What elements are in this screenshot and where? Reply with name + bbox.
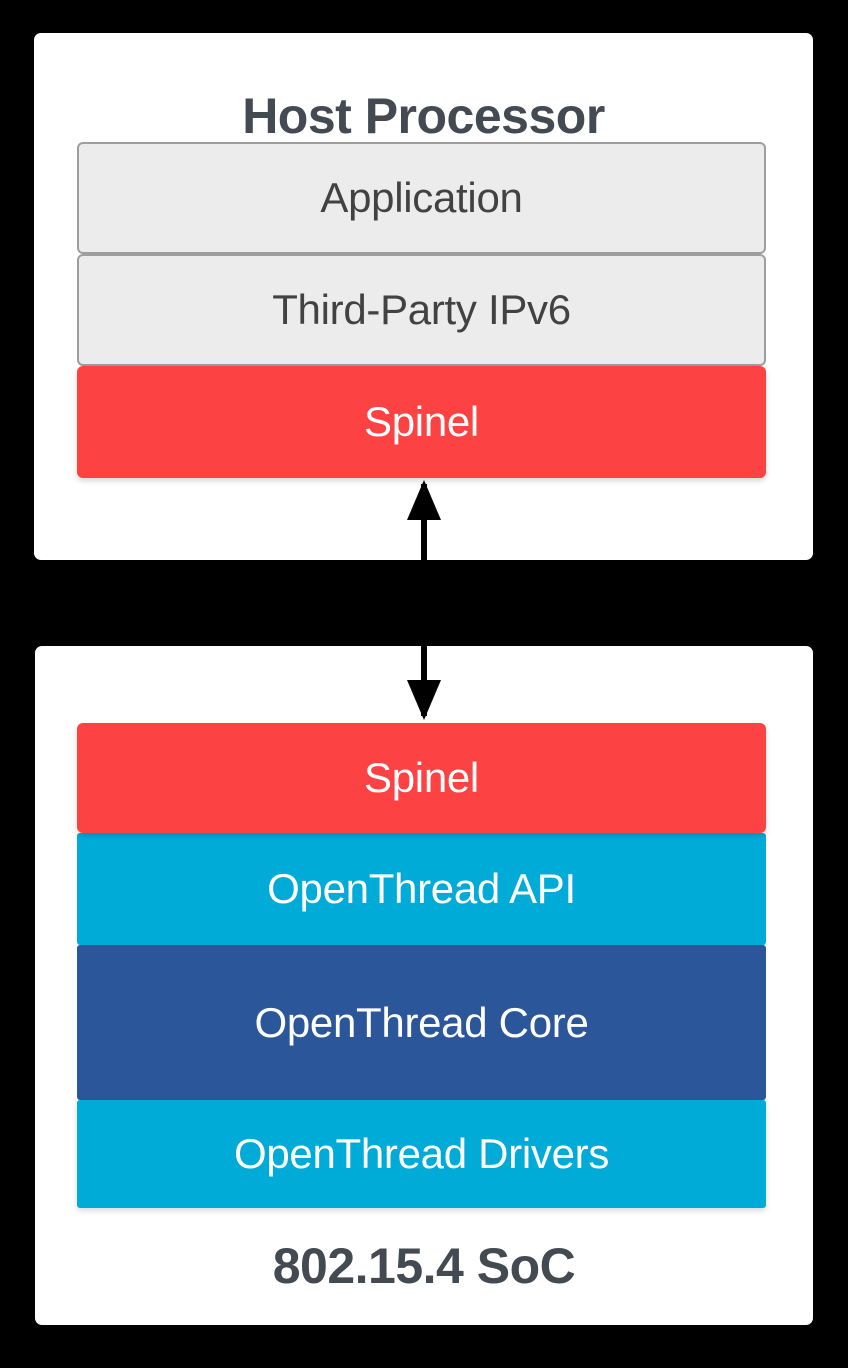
layer-openthread-api: OpenThread API — [77, 833, 766, 945]
layer-spinel-soc-label: Spinel — [364, 754, 479, 801]
layer-openthread-drivers-label: OpenThread Drivers — [233, 1130, 610, 1177]
layer-openthread-core-label: OpenThread Core — [254, 998, 589, 1046]
soc-title: 802.15.4 SoC — [272, 1238, 576, 1294]
layer-openthread-core: OpenThread Core — [77, 945, 766, 1100]
layer-openthread-drivers: OpenThread Drivers — [77, 1100, 766, 1208]
layer-third-party-ipv6: Third-Party IPv6 — [77, 254, 766, 366]
layer-spinel-host-label: Spinel — [364, 398, 479, 445]
layer-spinel-soc: Spinel — [77, 723, 766, 833]
layer-openthread-api-label: OpenThread API — [267, 865, 576, 912]
host-processor-title: Host Processor — [242, 88, 605, 144]
layer-third-party-ipv6-label: Third-Party IPv6 — [272, 286, 571, 333]
layer-application: Application — [77, 142, 766, 254]
layer-spinel-host: Spinel — [77, 366, 766, 478]
layer-application-label: Application — [320, 174, 523, 221]
